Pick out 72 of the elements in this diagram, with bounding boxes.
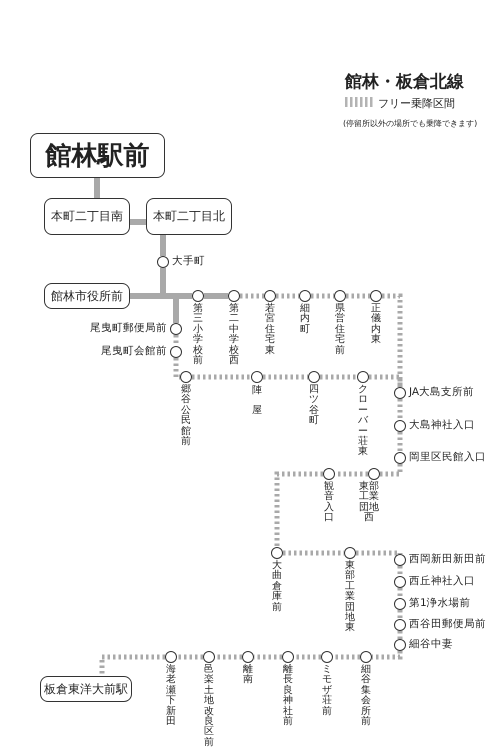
station-box: 本町二丁目北 <box>146 198 232 235</box>
stop-name: 細谷集会所前 <box>361 665 371 728</box>
stop-name: 西丘神社入口 <box>409 576 475 586</box>
stop-name: 正儀内東 <box>371 304 381 346</box>
stop-name: 海老瀬下新田 <box>166 665 176 728</box>
title: 館林・板倉北線 <box>345 71 464 93</box>
stop-name: クローバー荘東 <box>358 385 368 458</box>
route-line <box>283 550 344 556</box>
route-line <box>372 651 402 660</box>
stop-name: JA大島支所前 <box>409 387 474 398</box>
route-line <box>174 335 178 346</box>
note: (停留所以外の場所でも乗降できます) <box>343 118 478 129</box>
station-box: 板倉東洋大前駅 <box>40 676 132 702</box>
stop-name: 邑楽土地改良区前 <box>204 665 214 748</box>
route-line <box>320 374 357 380</box>
station-box: 本町二丁目南 <box>44 198 130 235</box>
route-line <box>215 654 242 660</box>
route-line <box>192 374 251 380</box>
stop-name: 陣屋 <box>252 384 262 418</box>
route-line <box>130 219 146 225</box>
route-line <box>94 178 100 198</box>
stop-name: 尾曳町会館前 <box>101 346 167 356</box>
stop-name: 大島神社入口 <box>409 420 475 430</box>
route-line <box>263 374 308 380</box>
stop-name: 細内町 <box>300 304 310 336</box>
stop-name: 県営住宅前 <box>335 304 345 356</box>
route-line <box>369 374 402 387</box>
route-line <box>398 566 402 576</box>
station-box: 館林駅前 <box>30 133 165 178</box>
stop-name: 東部工業団地西 <box>359 482 379 524</box>
stop-name: 大手町 <box>172 256 205 266</box>
route-line <box>398 631 402 639</box>
stop-name: 四ツ谷町 <box>309 385 319 427</box>
route-line <box>100 654 165 676</box>
stop-name: 東部工業団地東 <box>345 561 355 634</box>
stop-name: 大曲倉庫前 <box>272 561 282 614</box>
stop-name: 若宮住宅東 <box>265 304 275 356</box>
legend-text: フリー乗降区間 <box>378 96 455 111</box>
stop-name: 第1浄水場前 <box>409 598 471 608</box>
route-line <box>174 358 180 380</box>
route-line <box>335 472 368 476</box>
route-line <box>398 610 402 619</box>
route-line <box>276 294 299 298</box>
route-line <box>398 399 402 420</box>
stop-name: 第三小学校前 <box>193 304 203 366</box>
route-line <box>274 472 323 547</box>
stop-name: 郷谷公民館前 <box>181 385 191 448</box>
route-line <box>382 294 402 387</box>
stop-name: 岡里区民館入口 <box>409 452 486 462</box>
stop-name: 西岡新田新田前 <box>409 554 486 564</box>
route-line <box>177 654 203 660</box>
stop-name: 西谷田郵便局前 <box>409 619 486 630</box>
stop-name: ミモザ荘前 <box>322 665 332 718</box>
route-line <box>398 588 402 598</box>
route-line <box>380 464 402 476</box>
stop-name: 観音入口 <box>324 482 334 524</box>
route-line <box>398 432 402 452</box>
route-line <box>160 235 166 256</box>
stop-name: 離長良神社前 <box>283 665 293 728</box>
route-line <box>356 550 402 556</box>
route-line <box>204 293 228 299</box>
stop-name: 離南 <box>243 665 253 686</box>
stop-name: 尾曳町郵便局前 <box>90 323 167 334</box>
route-line <box>346 294 370 298</box>
route-line <box>254 654 282 660</box>
route-line <box>311 294 334 298</box>
stop-name: 細谷中妻 <box>409 639 453 650</box>
route-line <box>333 654 360 660</box>
station-box: 館林市役所前 <box>44 283 130 309</box>
stop-name: 第二中学校西 <box>229 304 239 366</box>
route-line <box>240 294 264 298</box>
route-line <box>294 654 321 660</box>
